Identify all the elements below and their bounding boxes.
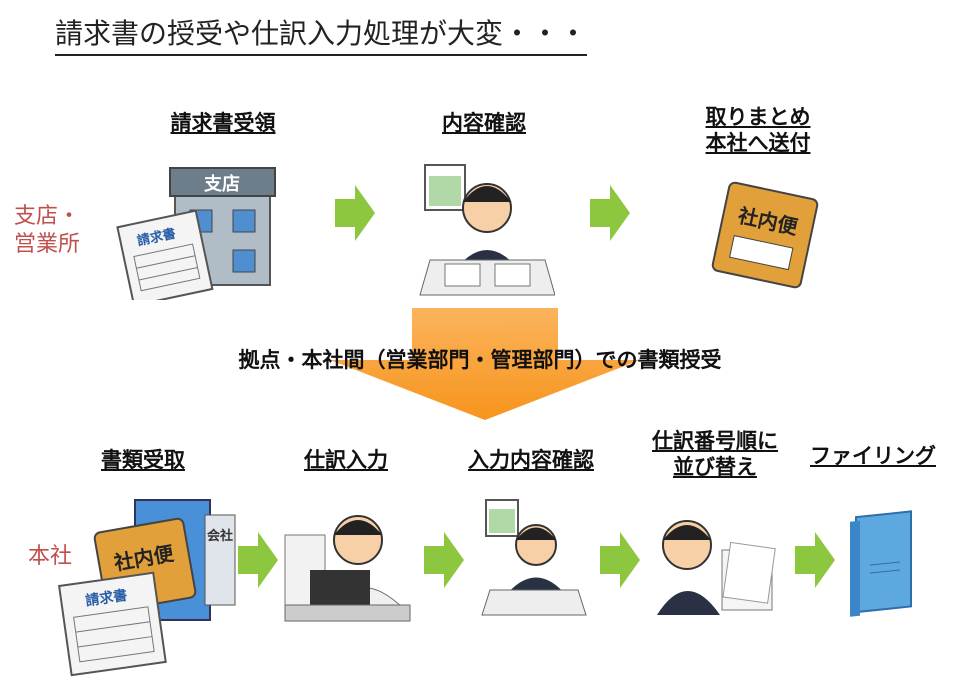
company-sign-text: 会社 [207,528,233,544]
step-receive-invoice: 請求書受領 [170,110,276,135]
step-sort-by-number: 仕訳番号順に 並び替え [652,428,778,480]
green-arrow-icon [335,185,375,241]
worker-typing-illustration [284,515,411,622]
branch-label: 支店・ 営業所 [14,203,80,259]
internal-mail-illustration: 社内便 [711,181,819,289]
green-arrow-icon [795,532,835,588]
step-filing: ファイリング [810,443,936,468]
invoice-text-hq: 請求書 [84,587,128,610]
branch-label-line1: 支店・ [14,204,81,229]
step-journal-entry: 仕訳入力 [304,447,388,472]
step-receive-documents: 書類受取 [101,447,185,472]
step-collect-send-line1: 取りまとめ [705,104,811,129]
branch-label-line2: 営業所 [14,232,81,257]
invoice-text: 請求書 [136,226,177,250]
green-arrow-icon [590,185,630,241]
step-collect-send: 取りまとめ 本社へ送付 [706,104,811,156]
hq-label: 本社 [28,544,73,569]
step-verify-entry: 入力内容確認 [468,447,594,472]
page-title: 請求書の授受や仕訳入力処理が大変・・・ [55,12,588,56]
binder-file-illustration [850,510,912,617]
transfer-label: 拠点・本社間（営業部門・管理部門）での書類授受 [238,347,722,372]
green-arrow-icon [238,532,278,588]
step-collect-send-line2: 本社へ送付 [705,130,811,155]
orange-down-arrow-icon [330,308,640,420]
hq-receive-illustration: 会社 社内便 請求書 [57,499,236,677]
worker-checking-illustration [419,164,555,296]
worker-verifying-illustration [481,499,587,616]
branch-office-illustration: 支店 請求書 [116,167,276,300]
green-arrow-icon [600,532,640,588]
step-sort-line2: 並び替え [673,454,757,479]
step-sort-line1: 仕訳番号順に [652,428,778,453]
branch-sign-text: 支店 [203,173,240,195]
worker-sorting-illustration [657,520,776,615]
green-arrow-icon [424,532,464,588]
step-check-content: 内容確認 [442,110,526,135]
